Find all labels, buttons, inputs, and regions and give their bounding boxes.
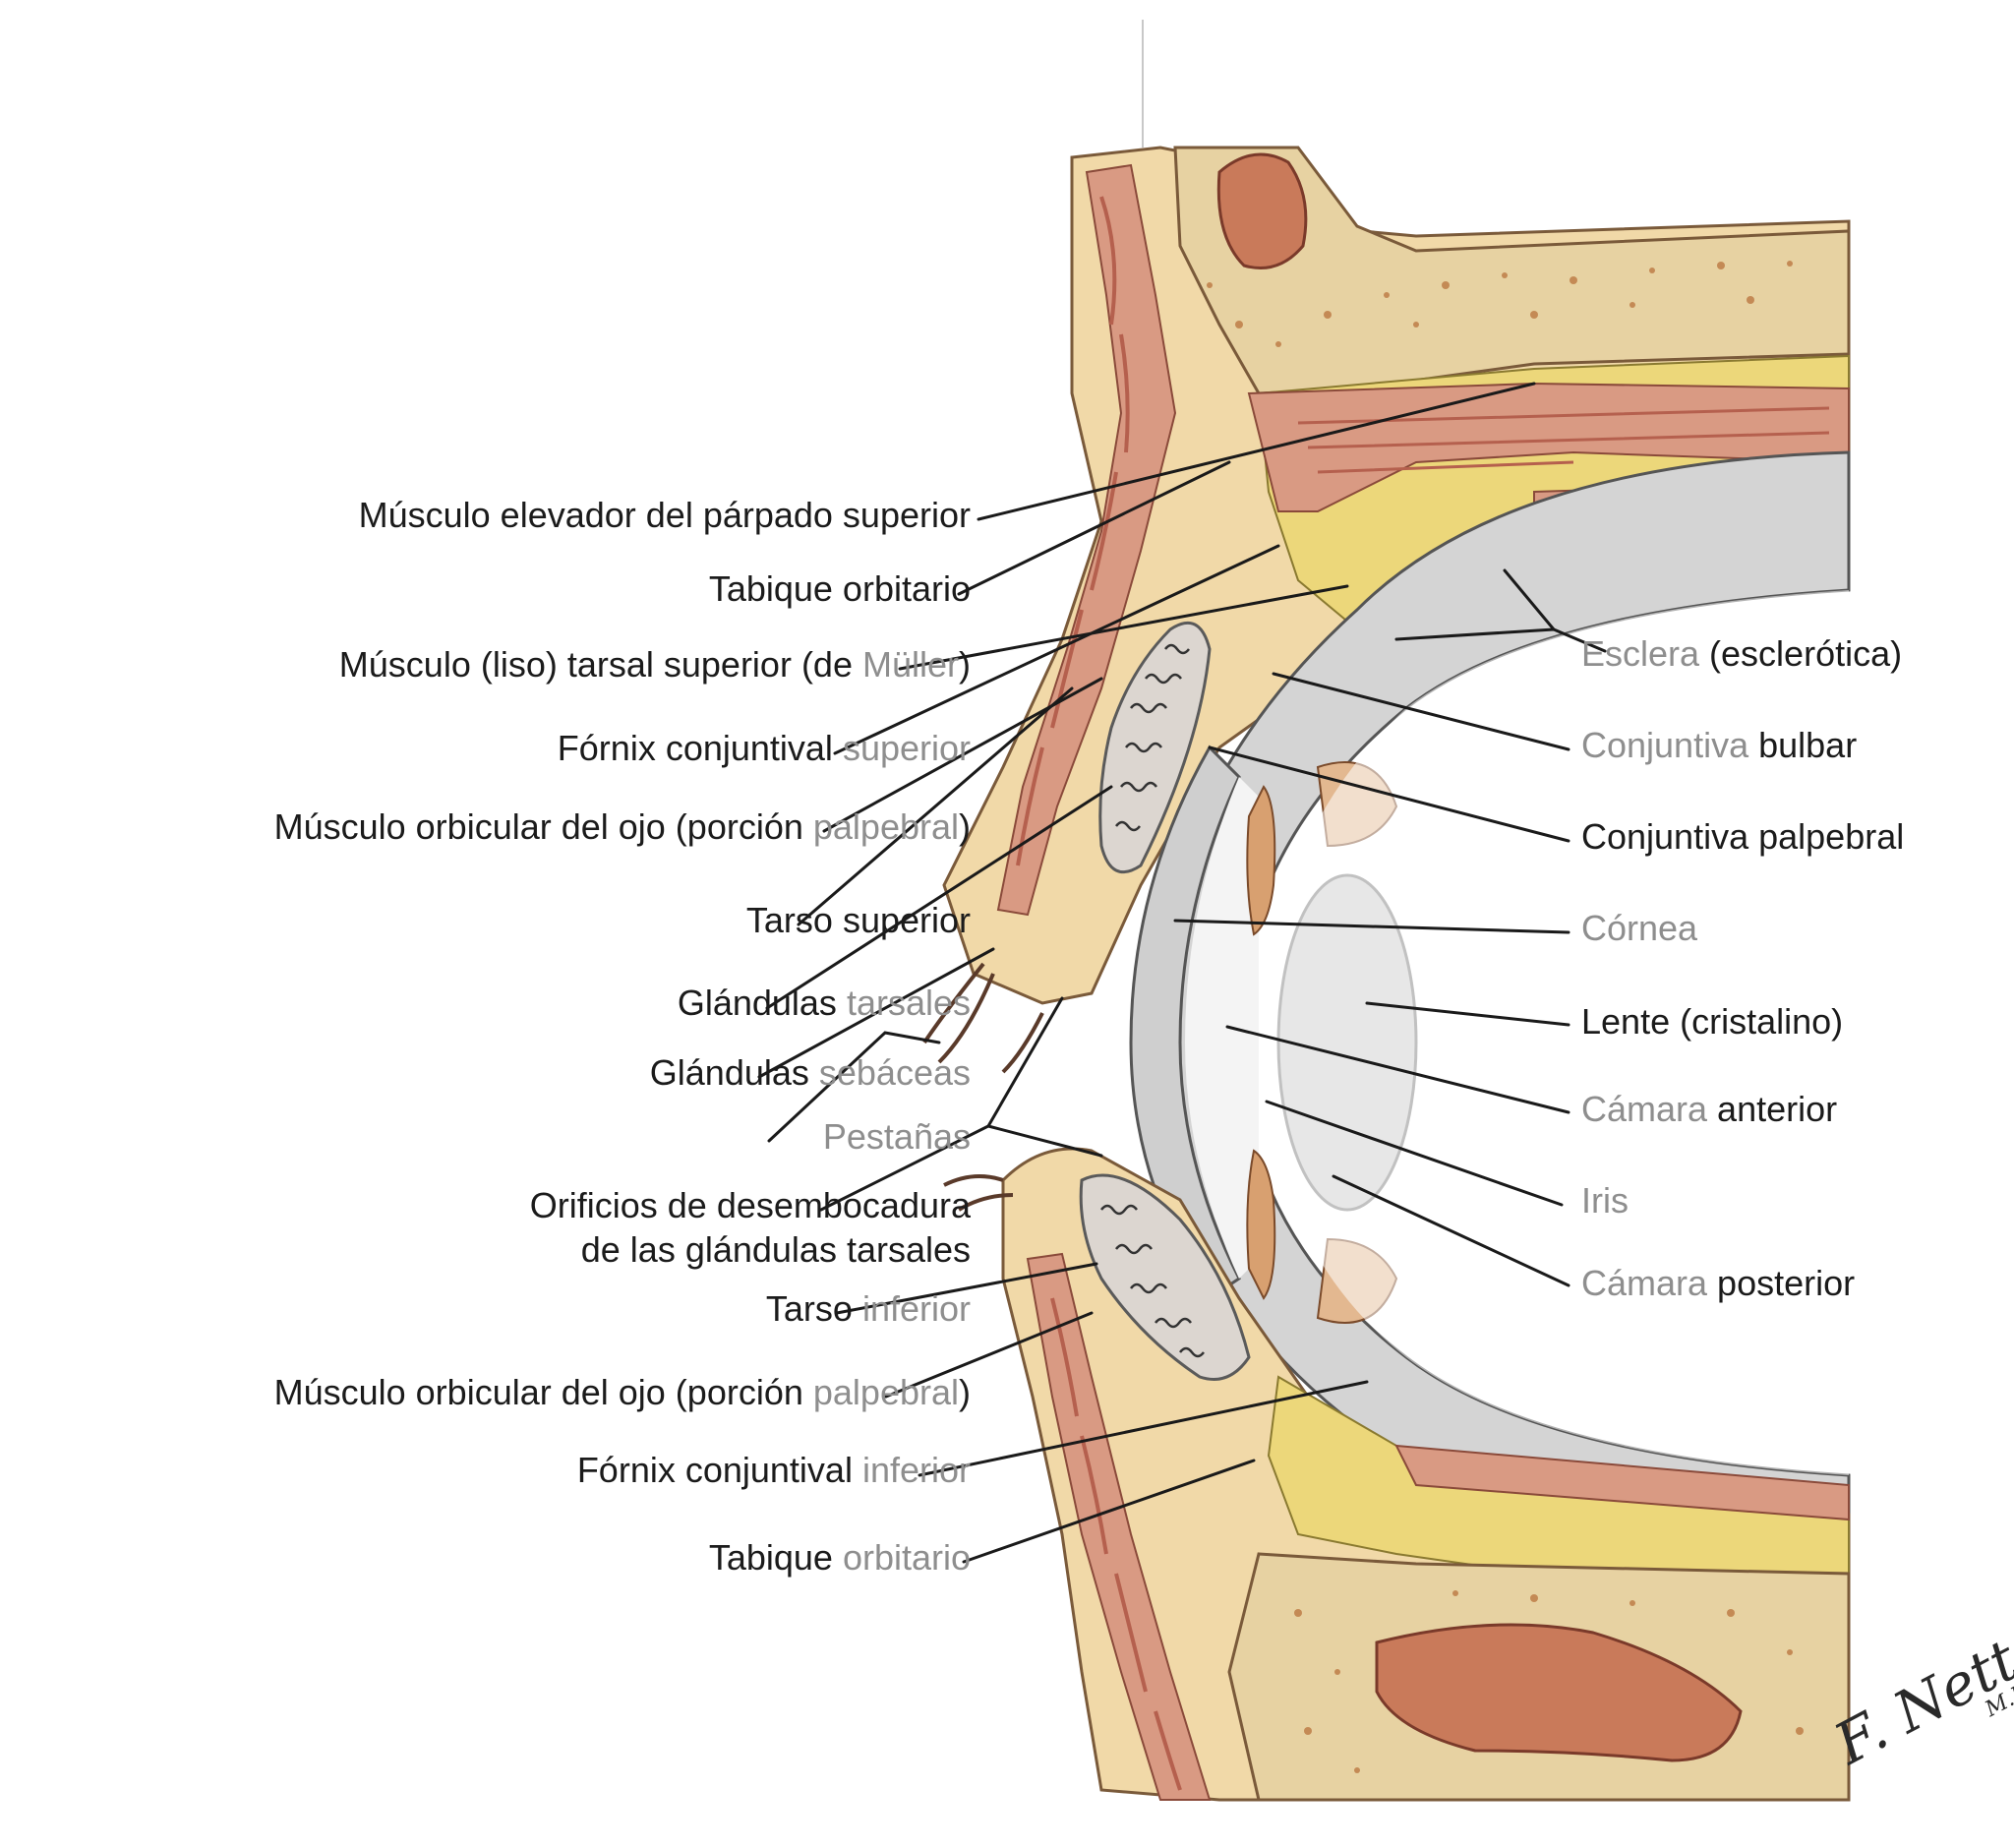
signature: F. Netter M.D.: [1823, 1596, 2014, 1792]
label-conj-palpebral-part-0: Conjuntiva palpebral: [1581, 816, 1904, 857]
label-fornix-sup: Fórnix conjuntival superior: [558, 728, 971, 768]
label-tabique-sup-part-0: Tabique orbitario: [709, 568, 971, 609]
label-iris: Iris: [1581, 1180, 1629, 1221]
label-tabique-inf: Tabique orbitario: [709, 1537, 971, 1578]
label-orificios-1: Orificios de desembocadura: [530, 1185, 972, 1225]
label-esclera: Esclera (esclerótica): [1581, 633, 1902, 674]
frontal-sinus: [1218, 154, 1306, 268]
label-lente: Lente (cristalino): [1581, 1001, 1843, 1042]
label-gl-tarsales-part-0: Glándulas: [678, 983, 847, 1023]
label-orificios-2: de las glándulas tarsales: [581, 1229, 971, 1270]
label-orbicular-inf: Músculo orbicular del ojo (porción palpe…: [274, 1372, 971, 1412]
label-camara-ant-part-1: anterior: [1717, 1089, 1837, 1129]
signature-name: F. Netter: [1823, 1596, 2014, 1778]
label-orbicular-sup: Músculo orbicular del ojo (porción palpe…: [274, 806, 971, 847]
label-gl-tarsales: Glándulas tarsales: [678, 983, 971, 1023]
label-elevador: Músculo elevador del párpado superior: [359, 495, 971, 535]
left-labels: Músculo elevador del párpado superiorTab…: [274, 495, 972, 1578]
label-tarso-inf-part-1: inferior: [862, 1288, 971, 1329]
label-pestanas: Pestañas: [823, 1116, 971, 1157]
label-esclera-part-1: (esclerótica): [1709, 633, 1902, 674]
label-gl-tarsales-part-1: tarsales: [847, 983, 971, 1023]
label-elevador-part-0: Músculo elevador del párpado superior: [359, 495, 971, 535]
label-fornix-sup-part-0: Fórnix conjuntival: [558, 728, 843, 768]
label-tabique-sup: Tabique orbitario: [709, 568, 971, 609]
label-tarso-inf: Tarso inferior: [766, 1288, 971, 1329]
label-fornix-inf-part-0: Fórnix conjuntival: [577, 1450, 862, 1490]
label-cornea-part-0: Córnea: [1581, 908, 1698, 948]
label-muller-part-0: Músculo (liso) tarsal superior (de: [339, 644, 862, 685]
label-tarso-inf-part-0: Tarso: [766, 1288, 862, 1329]
label-conj-bulbar: Conjuntiva bulbar: [1581, 725, 1857, 765]
label-iris-part-0: Iris: [1581, 1180, 1629, 1221]
label-fornix-sup-part-1: superior: [843, 728, 971, 768]
label-orbicular-inf-part-2: ): [959, 1372, 971, 1412]
label-cornea: Córnea: [1581, 908, 1698, 948]
label-gl-sebaceas-part-0: Glándulas: [650, 1052, 819, 1093]
label-conj-palpebral: Conjuntiva palpebral: [1581, 816, 1904, 857]
label-muller: Músculo (liso) tarsal superior (de Mülle…: [339, 644, 971, 685]
label-orbicular-sup-part-2: ): [959, 806, 971, 847]
label-pestanas-part-0: Pestañas: [823, 1116, 971, 1157]
label-orbicular-sup-part-1: palpebral: [813, 806, 959, 847]
label-camara-post-part-1: posterior: [1717, 1263, 1855, 1303]
label-orificios-2-part-0: de las glándulas tarsales: [581, 1229, 971, 1270]
label-muller-part-1: Müller: [862, 644, 959, 685]
label-muller-part-2: ): [959, 644, 971, 685]
label-tabique-inf-part-0: Tabique: [709, 1537, 843, 1578]
label-fornix-inf-part-1: inferior: [862, 1450, 971, 1490]
label-gl-sebaceas-part-1: sebáceas: [819, 1052, 971, 1093]
label-tabique-inf-part-1: orbitario: [843, 1537, 971, 1578]
label-orbicular-sup-part-0: Músculo orbicular del ojo (porción: [274, 806, 813, 847]
label-camara-post: Cámara posterior: [1581, 1263, 1855, 1303]
label-tarso-sup: Tarso superior: [746, 900, 971, 940]
label-fornix-inf: Fórnix conjuntival inferior: [577, 1450, 971, 1490]
label-lente-part-0: Lente (cristalino): [1581, 1001, 1843, 1042]
label-conj-bulbar-part-1: bulbar: [1758, 725, 1857, 765]
label-orbicular-inf-part-1: palpebral: [813, 1372, 959, 1412]
label-camara-ant-part-0: Cámara: [1581, 1089, 1717, 1129]
label-tarso-sup-part-0: Tarso superior: [746, 900, 971, 940]
label-conj-bulbar-part-0: Conjuntiva: [1581, 725, 1758, 765]
label-camara-post-part-0: Cámara: [1581, 1263, 1717, 1303]
label-orificios-1-part-0: Orificios de desembocadura: [530, 1185, 972, 1225]
label-camara-ant: Cámara anterior: [1581, 1089, 1837, 1129]
label-orbicular-inf-part-0: Músculo orbicular del ojo (porción: [274, 1372, 813, 1412]
label-gl-sebaceas: Glándulas sebáceas: [650, 1052, 971, 1093]
label-esclera-part-0: Esclera: [1581, 633, 1709, 674]
